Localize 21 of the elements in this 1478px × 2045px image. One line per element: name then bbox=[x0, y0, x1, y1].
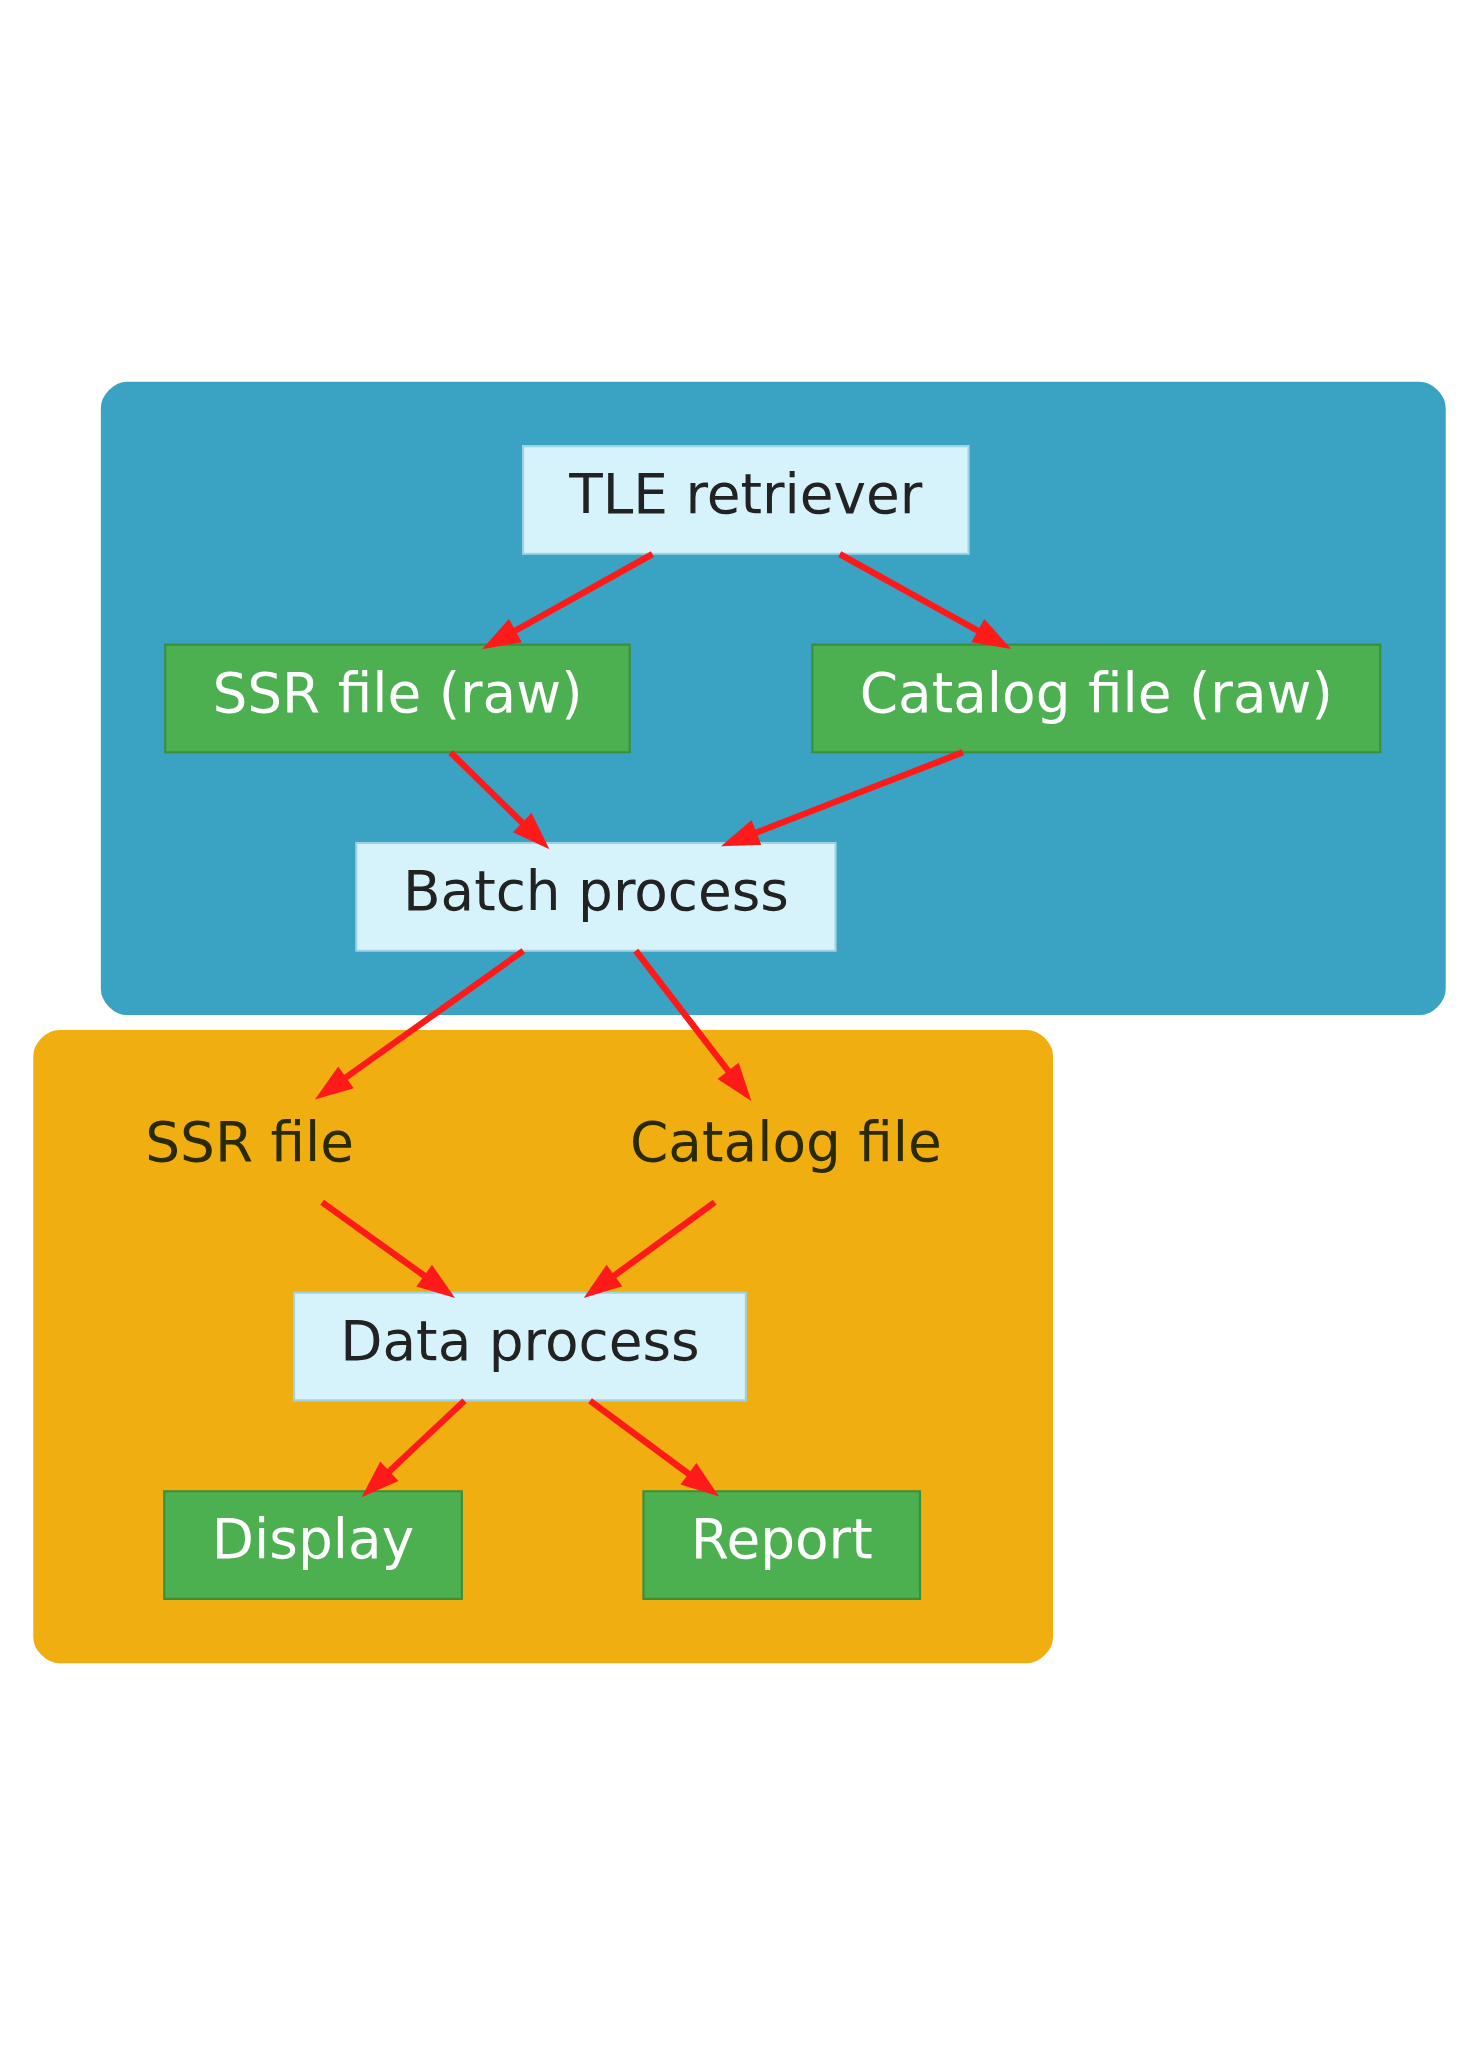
node-text: SSR file bbox=[144, 1110, 354, 1175]
arrow bbox=[314, 948, 525, 1100]
arrow bbox=[361, 1398, 467, 1498]
arrow bbox=[583, 1199, 717, 1298]
node-box: Batch process bbox=[354, 842, 837, 952]
arrow bbox=[720, 749, 964, 847]
node-box: Catalog file (raw) bbox=[810, 643, 1381, 754]
cluster bbox=[32, 1029, 1053, 1664]
node-box: TLE retriever bbox=[521, 445, 970, 555]
arrow bbox=[587, 1398, 719, 1497]
node-box: Data process bbox=[292, 1291, 747, 1402]
node-box: Report bbox=[641, 1490, 921, 1600]
arrow bbox=[319, 1199, 455, 1298]
node-box: Display bbox=[162, 1490, 463, 1600]
arrow bbox=[632, 948, 751, 1102]
arrow bbox=[481, 551, 654, 650]
cluster bbox=[100, 381, 1446, 1016]
arrow bbox=[447, 750, 549, 850]
node-box: SSR file (raw) bbox=[163, 643, 631, 754]
node-text: Catalog file bbox=[629, 1110, 942, 1175]
arrow bbox=[837, 551, 1011, 650]
